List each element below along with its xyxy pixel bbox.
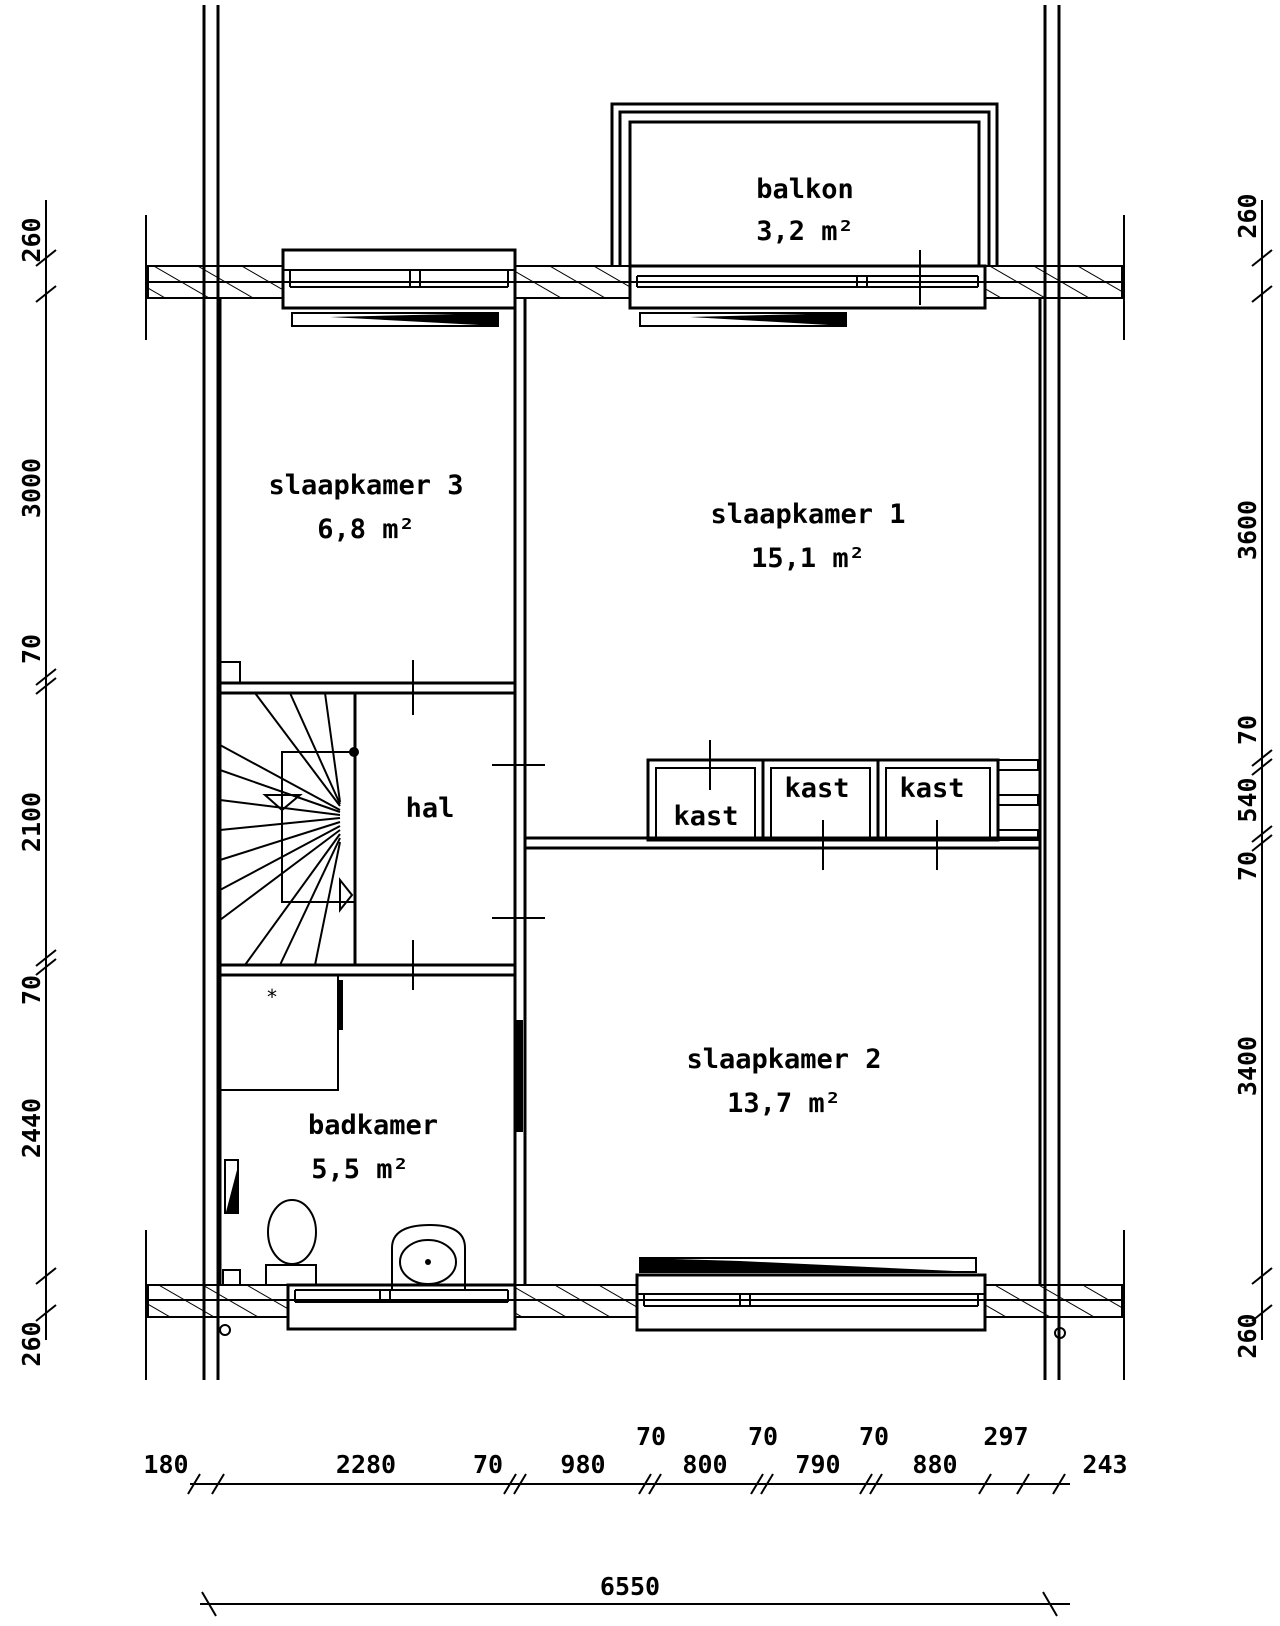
dim-right-1: 3600	[1233, 500, 1262, 560]
dim-bottom-7: 790	[795, 1450, 840, 1479]
bottom-dimension-line: 180 2280 70 980 70 800 70 790 70 880 297…	[143, 1422, 1128, 1495]
dim-bottom-5: 800	[682, 1450, 727, 1479]
left-dimension-line: 260 3000 70 2100 70 2440 260	[17, 200, 57, 1367]
dimension-tick	[1251, 1267, 1273, 1285]
dimension-tick	[35, 285, 57, 303]
balcony	[610, 102, 999, 266]
slaapkamer3-name: slaapkamer 3	[268, 470, 463, 501]
dimension-tick	[187, 1473, 201, 1495]
dimension-tick	[1251, 834, 1273, 852]
dim-bottom-4: 70	[636, 1422, 666, 1451]
dim-right-4: 70	[1233, 851, 1262, 881]
dim-right-2: 70	[1233, 715, 1262, 745]
closets	[646, 758, 1039, 842]
dimension-tick	[35, 958, 57, 976]
slaapkamer3-area: 6,8 m²	[317, 514, 415, 545]
dimension-tick	[513, 1473, 527, 1495]
dimension-tick	[1016, 1473, 1030, 1495]
bottom-facade-wall	[147, 1284, 1123, 1339]
dimension-tick	[648, 1473, 662, 1495]
dim-left-0: 260	[17, 217, 46, 262]
slaapkamer2-name: slaapkamer 2	[686, 1044, 881, 1075]
dim-bottom-11: 243	[1082, 1450, 1127, 1479]
staircase	[218, 691, 359, 967]
dimension-tick	[35, 1267, 57, 1285]
slaapkamer2-area: 13,7 m²	[727, 1088, 841, 1119]
dim-bottom-2: 70	[473, 1450, 503, 1479]
dim-left-4: 70	[17, 975, 46, 1005]
total-dimension-line: 6550	[200, 1572, 1070, 1617]
dim-left-2: 70	[17, 634, 46, 664]
balkon-name: balkon	[756, 174, 854, 205]
dimension-tick	[503, 1473, 517, 1495]
bathroom-fixtures: *	[220, 975, 466, 1290]
dim-bottom-0: 180	[143, 1450, 188, 1479]
dimension-tick	[1251, 1304, 1273, 1322]
dim-bottom-9: 880	[912, 1450, 957, 1479]
top-facade-wall	[147, 265, 1123, 299]
dim-bottom-3: 980	[560, 1450, 605, 1479]
dimension-tick	[1251, 758, 1273, 776]
dim-right-6: 260	[1233, 1313, 1262, 1358]
dimension-tick	[859, 1473, 873, 1495]
kast2-name: kast	[784, 773, 849, 804]
slaapkamer1-name: slaapkamer 1	[710, 499, 905, 530]
balkon-area: 3,2 m²	[756, 216, 854, 247]
window-bottom-left	[286, 1283, 517, 1331]
dimension-tick	[638, 1473, 652, 1495]
dim-total: 6550	[600, 1572, 660, 1601]
slaapkamer1-area: 15,1 m²	[751, 543, 865, 574]
dim-right-3: 540	[1233, 777, 1262, 822]
room-labels: balkon 3,2 m² slaapkamer 3 6,8 m² slaapk…	[268, 174, 964, 1185]
dim-left-5: 2440	[17, 1098, 46, 1158]
kast3-name: kast	[899, 773, 964, 804]
kast1-name: kast	[673, 801, 738, 832]
dim-bottom-6: 70	[748, 1422, 778, 1451]
window-top-right	[628, 250, 987, 327]
dim-left-3: 2100	[17, 792, 46, 852]
dimension-tick	[35, 949, 57, 967]
svg-text:*: *	[266, 985, 278, 1009]
dimension-tick	[35, 1304, 57, 1322]
dimension-tick	[1251, 285, 1273, 303]
dimension-tick	[35, 677, 57, 695]
right-dimension-line: 260 3600 70 540 70 3400 260	[1233, 193, 1273, 1359]
dimension-tick	[1251, 249, 1273, 267]
hal-name: hal	[406, 793, 455, 824]
dim-right-0: 260	[1233, 193, 1262, 238]
dimension-tick	[1251, 749, 1273, 767]
dim-right-5: 3400	[1233, 1036, 1262, 1096]
dimension-tick	[750, 1473, 764, 1495]
dim-left-1: 3000	[17, 458, 46, 518]
window-top-left	[281, 248, 517, 327]
dimension-tick	[1251, 825, 1273, 843]
window-bottom-right	[635, 1257, 987, 1332]
dimension-tick	[869, 1473, 883, 1495]
dim-left-6: 260	[17, 1321, 46, 1366]
dim-bottom-10: 297	[983, 1422, 1028, 1451]
dimension-tick	[35, 249, 57, 267]
dimension-tick	[35, 668, 57, 686]
dim-bottom-8: 70	[859, 1422, 889, 1451]
dimension-tick	[978, 1473, 992, 1495]
dimension-tick	[760, 1473, 774, 1495]
dimension-tick	[1052, 1473, 1066, 1495]
dimension-tick	[211, 1473, 225, 1495]
dim-bottom-1: 2280	[336, 1450, 396, 1479]
badkamer-area: 5,5 m²	[311, 1154, 409, 1185]
badkamer-name: badkamer	[308, 1110, 438, 1141]
